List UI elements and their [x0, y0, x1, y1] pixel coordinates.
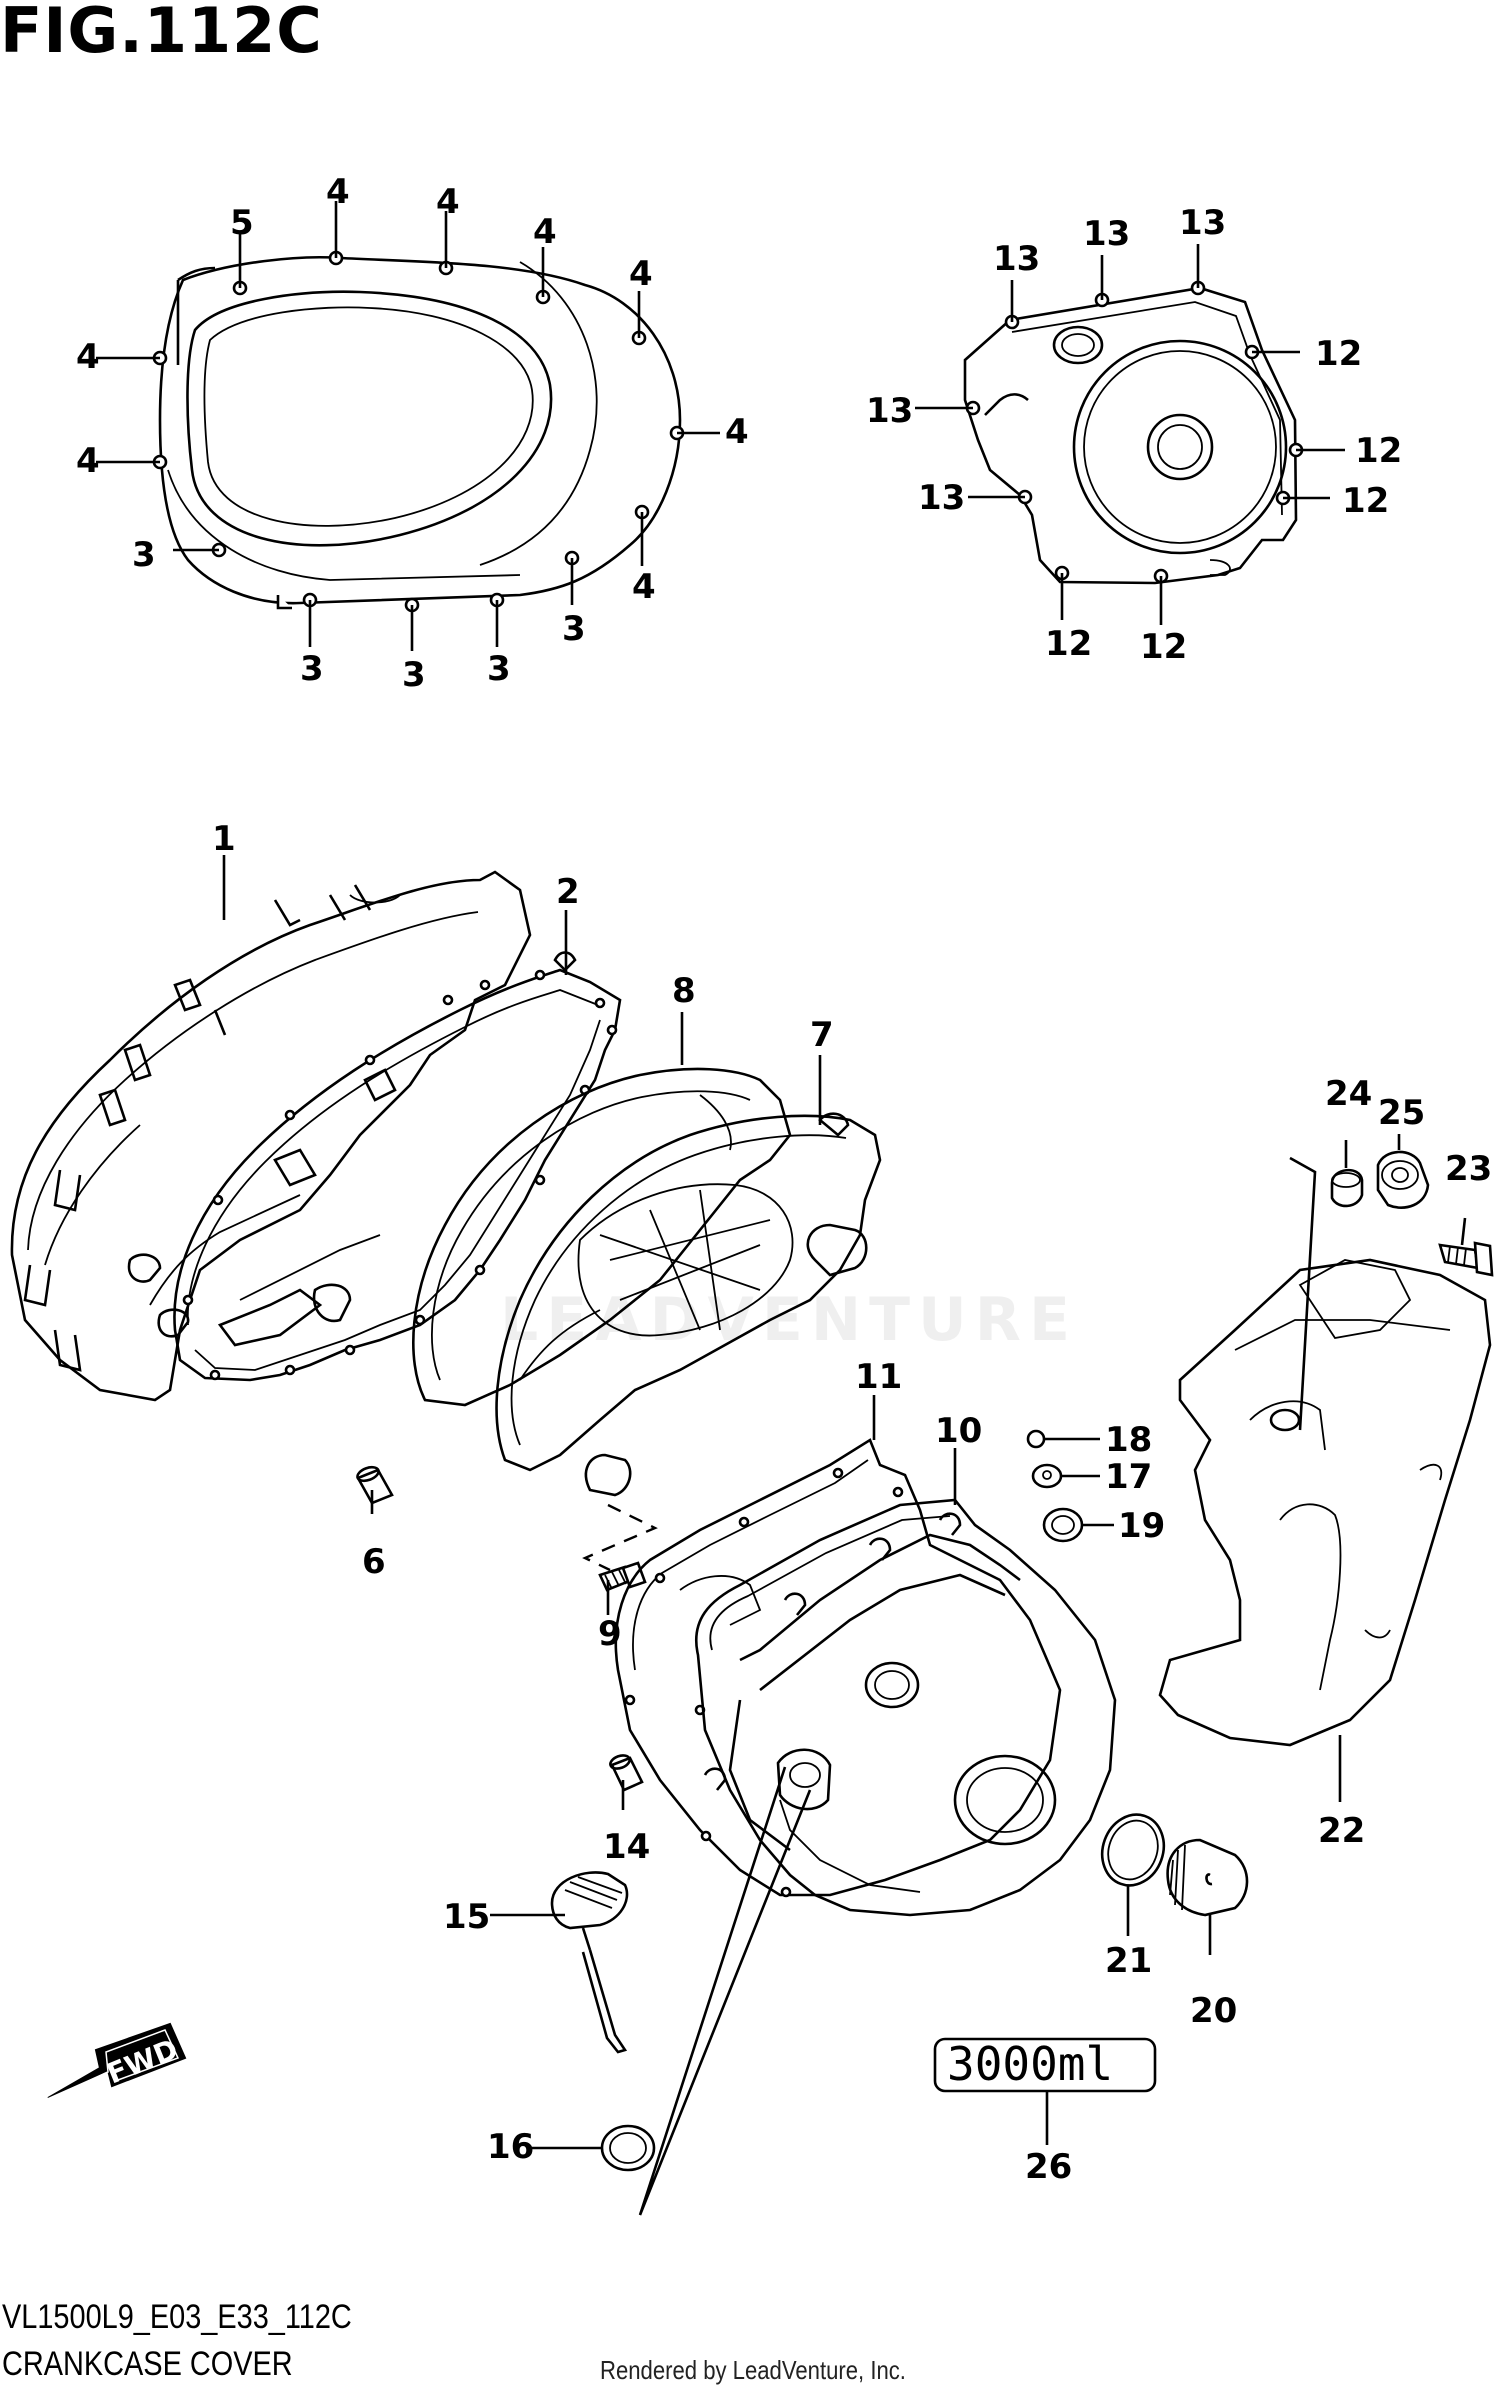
fwd-arrow-icon: FWD	[44, 2022, 187, 2101]
callout-9: 9	[598, 1614, 622, 1654]
callout-7: 7	[810, 1015, 834, 1055]
part-26-label: 3000ml	[933, 2037, 1157, 2093]
generator-cover-bolt-layout	[963, 280, 1304, 585]
callout-14: 14	[603, 1827, 650, 1867]
callout-24: 24	[1325, 1074, 1372, 1114]
callout-16: 16	[487, 2127, 534, 2167]
callout-4: 4	[326, 172, 350, 212]
callout-4: 4	[76, 441, 100, 481]
callout-6: 6	[362, 1542, 386, 1582]
callout-4: 4	[632, 567, 656, 607]
callout-3: 3	[132, 535, 156, 575]
callout-4: 4	[436, 182, 460, 222]
callout-22: 22	[1318, 1811, 1365, 1851]
callout-13: 13	[993, 239, 1040, 279]
part-21-o-ring	[1100, 1813, 1166, 1887]
callout-4: 4	[629, 254, 653, 294]
part-20-plug	[1166, 1838, 1249, 1917]
callout-3: 3	[562, 609, 586, 649]
callout-23: 23	[1445, 1149, 1492, 1189]
callout-26: 26	[1025, 2147, 1072, 2187]
figure-title: FIG.112C	[0, 0, 323, 67]
callout-8: 8	[672, 971, 696, 1011]
callout-3: 3	[402, 655, 426, 695]
part-24-collar	[1330, 1168, 1364, 1208]
callout-17: 17	[1105, 1457, 1152, 1497]
part-18-pin	[1026, 1429, 1046, 1449]
callout-4: 4	[76, 337, 100, 377]
callout-13: 13	[1179, 203, 1226, 243]
model-code: VL1500L9_E03_E33_112C	[2, 2298, 352, 2336]
part-1-clutch-cover	[10, 870, 532, 1402]
callout-3: 3	[487, 649, 511, 689]
part-2-gasket	[173, 951, 622, 1382]
callout-11: 11	[855, 1357, 902, 1397]
stamp-text: 3000ml	[947, 2037, 1113, 2091]
leader-lines	[96, 201, 1467, 2150]
part-6-dowel-pin	[356, 1465, 394, 1505]
callout-18: 18	[1105, 1420, 1152, 1460]
callout-12: 12	[1315, 334, 1362, 374]
callout-21: 21	[1105, 1941, 1152, 1981]
callout-4: 4	[725, 412, 749, 452]
callout-13: 13	[866, 391, 913, 431]
callout-12: 12	[1342, 481, 1389, 521]
part-19-seal	[1042, 1507, 1084, 1543]
callout-25: 25	[1378, 1093, 1425, 1133]
part-11-generator-gasket	[614, 1438, 1062, 1898]
part-22-outer-cover	[1158, 1258, 1492, 1747]
part-25-grommet	[1376, 1150, 1430, 1209]
leader-9-dashed	[582, 1503, 658, 1572]
part-15-oil-filler-cap	[550, 1871, 629, 2054]
leader-bracket-22-24	[1289, 1156, 1317, 1431]
callout-12: 12	[1355, 431, 1402, 471]
callout-15: 15	[443, 1897, 490, 1937]
callout-19: 19	[1118, 1506, 1165, 1546]
part-23-bolt	[1438, 1241, 1494, 1277]
figure-caption: CRANKCASE COVER	[2, 2345, 293, 2383]
callout-20: 20	[1190, 1991, 1237, 2031]
callout-3: 3	[300, 649, 324, 689]
clutch-cover-bolt-layout	[152, 250, 685, 613]
callout-1: 1	[212, 819, 236, 859]
leader-v-filler	[638, 1766, 812, 2216]
callout-12: 12	[1045, 624, 1092, 664]
callout-2: 2	[556, 872, 580, 912]
callout-4: 4	[533, 212, 557, 252]
part-17-washer	[1031, 1463, 1063, 1489]
callout-5: 5	[230, 203, 254, 243]
render-credit: Rendered by LeadVenture, Inc.	[600, 2355, 906, 2385]
part-10-generator-cover	[695, 1498, 1117, 1917]
part-14-dowel-pin	[609, 1754, 644, 1792]
callout-10: 10	[935, 1411, 982, 1451]
callout-13: 13	[1083, 214, 1130, 254]
watermark: LEADVENTURE	[500, 1285, 1078, 1355]
callout-12: 12	[1140, 627, 1187, 667]
callouts: 1 2 3 3 3 3 3 4 4 4 4 4 4 4 4 5 6 7 8 9 …	[76, 172, 1492, 2187]
callout-13: 13	[918, 478, 965, 518]
part-16-o-ring	[600, 2124, 656, 2172]
part-7-inner-cover	[495, 1112, 882, 1497]
